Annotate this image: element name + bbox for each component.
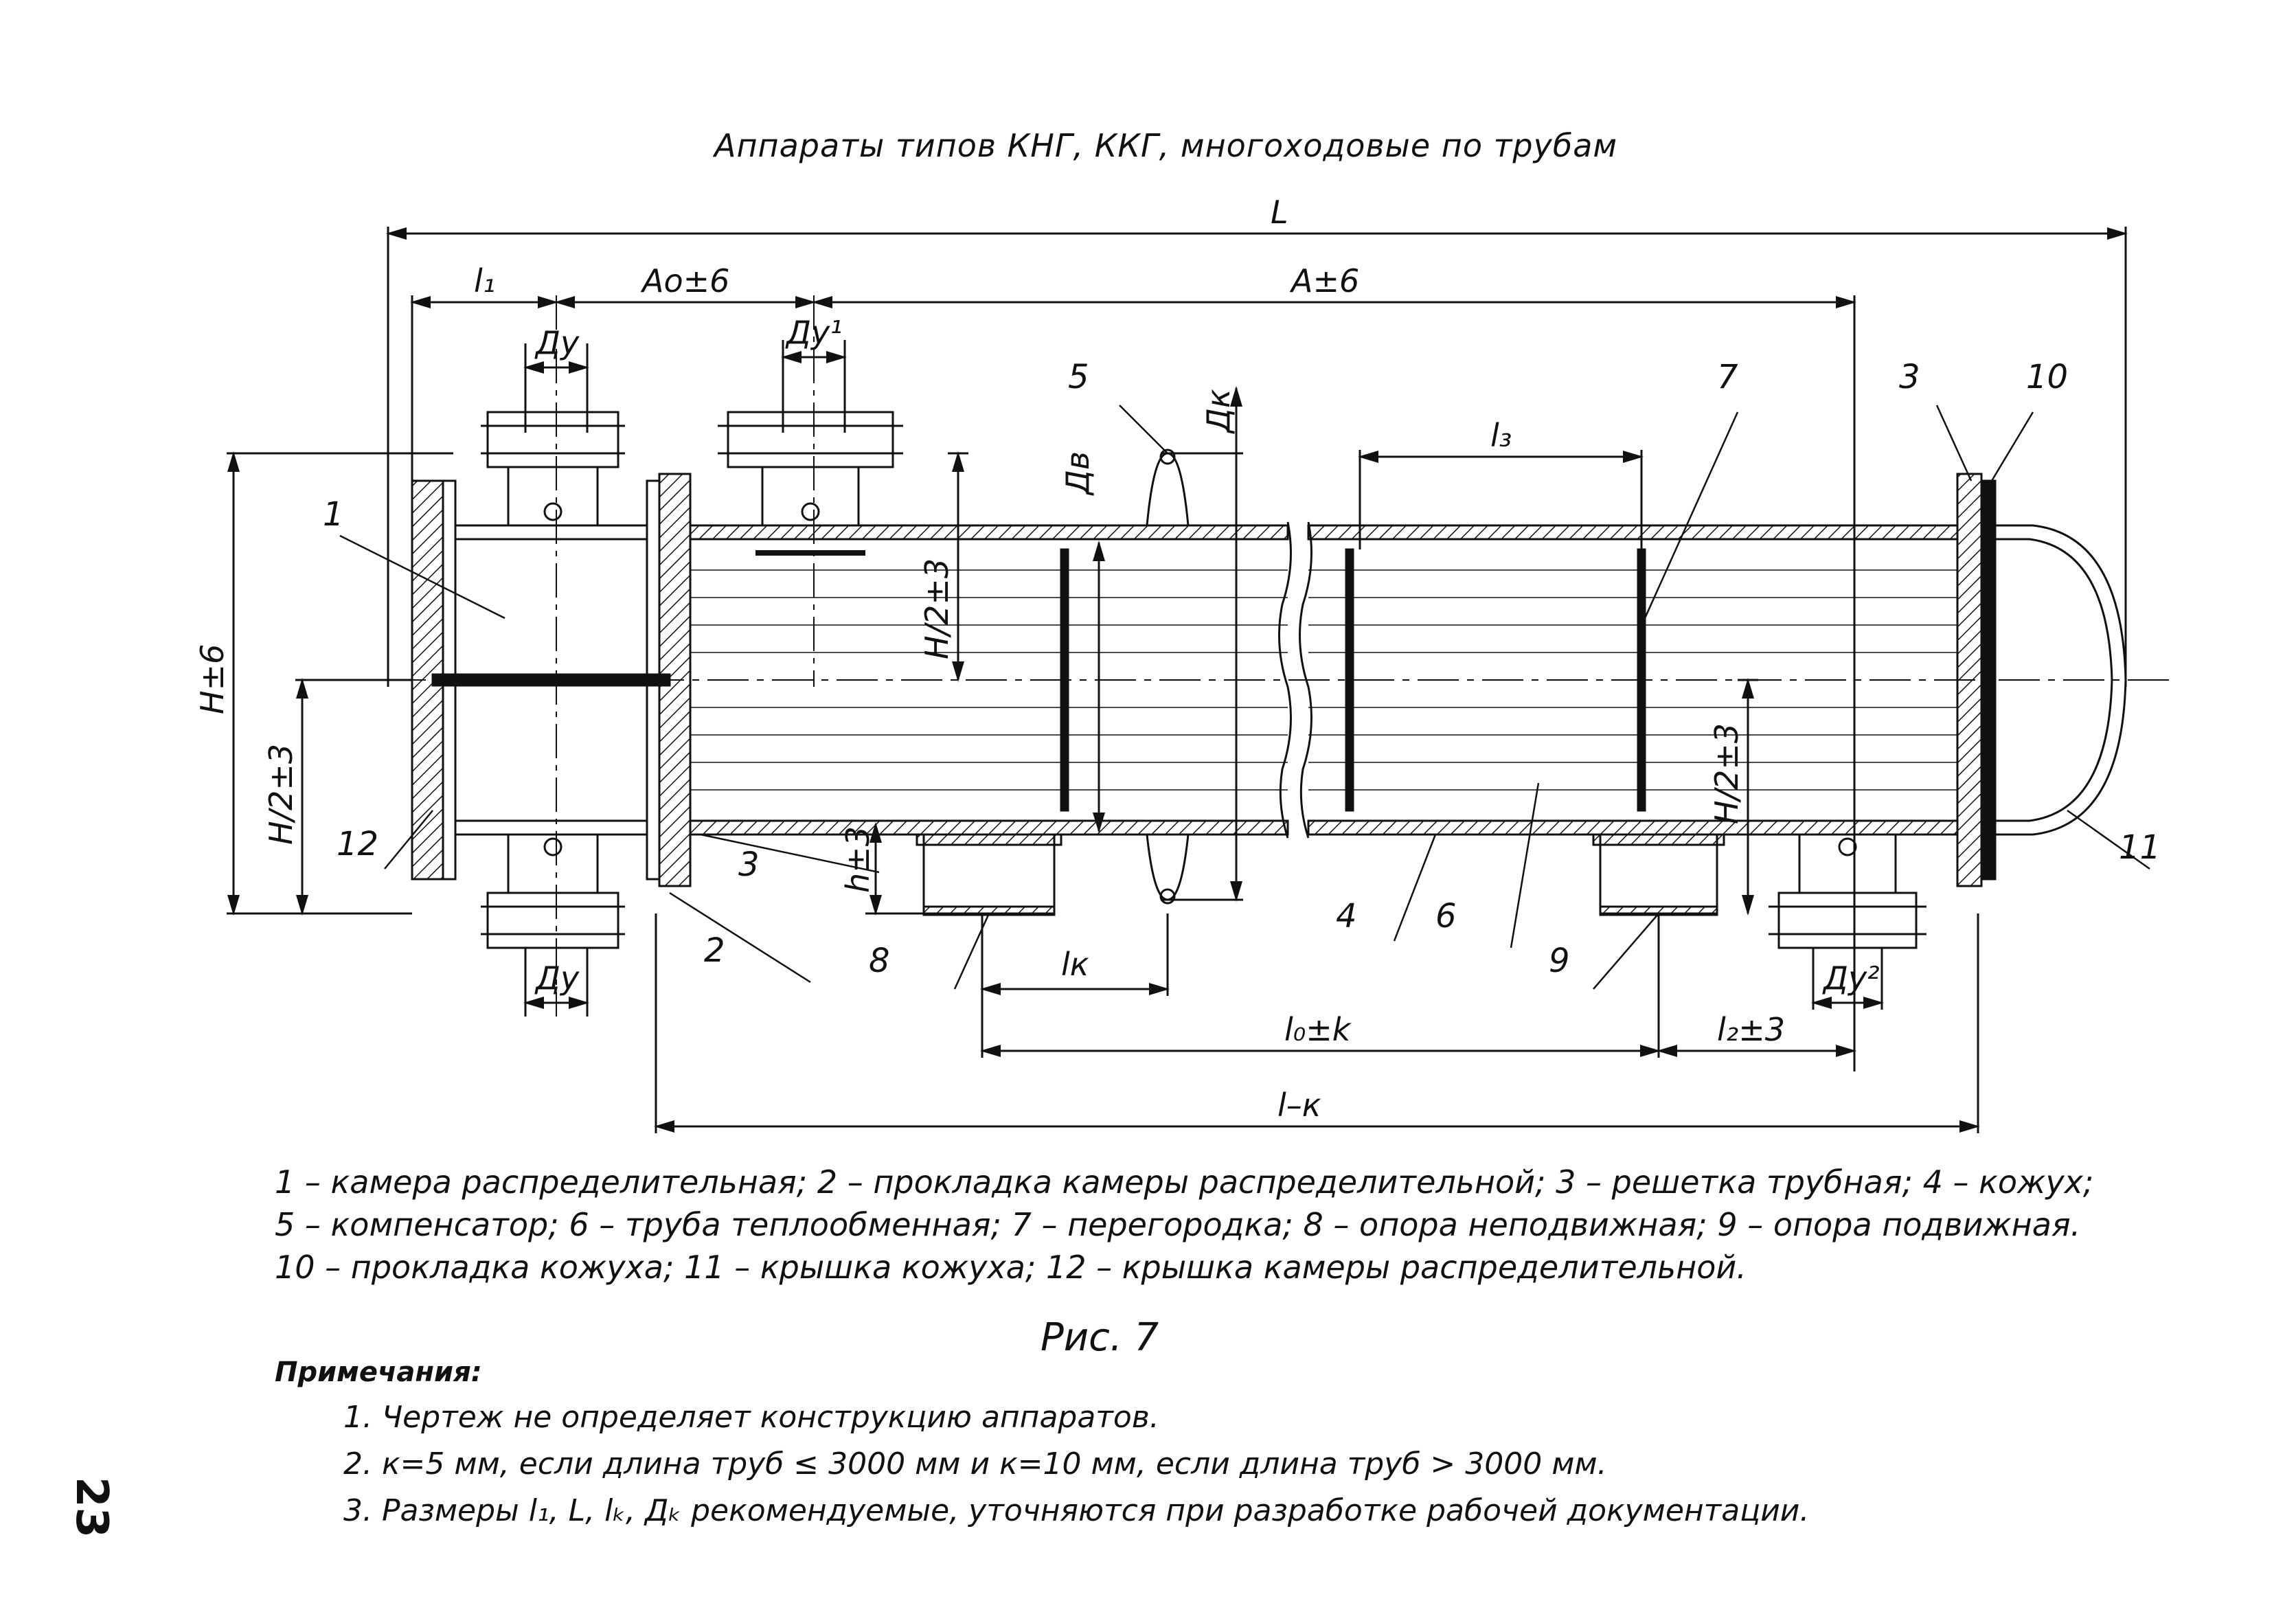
dim-Du-top: Ду <box>534 324 580 361</box>
legend-line: 1 – камера распределительная; 2 – прокла… <box>275 1164 2094 1201</box>
dim-H: H±6 <box>194 644 231 714</box>
distribution-chamber <box>411 411 692 949</box>
notes-list: 1. Чертеж не определяет конструкцию аппа… <box>343 1394 1809 1534</box>
callout-3-left: 3 <box>738 845 760 884</box>
leader-lines <box>339 405 2150 990</box>
dim-l0: l₀±k <box>1284 1011 1352 1048</box>
callout-4: 4 <box>1336 897 1357 935</box>
figure-caption: Рис. 7 <box>1041 1315 1159 1360</box>
callout-12: 12 <box>337 825 378 863</box>
shell <box>689 411 1959 949</box>
notes-title: Примечания: <box>275 1357 482 1388</box>
callout-10: 10 <box>2026 358 2068 396</box>
callout-1: 1 <box>323 495 344 534</box>
parts-legend: 1 – камера распределительная; 2 – прокла… <box>275 1161 2094 1289</box>
callout-8: 8 <box>869 942 890 980</box>
note-item: 1. Чертеж не определяет конструкцию аппа… <box>343 1400 1159 1435</box>
callout-9: 9 <box>1549 942 1570 980</box>
legend-line: 5 – компенсатор; 6 – труба теплообменная… <box>275 1206 2081 1243</box>
dim-Dk: Дк <box>1200 389 1237 434</box>
callout-6: 6 <box>1435 897 1457 935</box>
note-item: 2. к=5 мм, если длина труб ≤ 3000 мм и к… <box>343 1446 1607 1482</box>
page-number: 23 <box>66 1477 117 1539</box>
dim-H2-center: H/2±3 <box>918 558 955 659</box>
callout-3-right: 3 <box>1899 358 1920 396</box>
shell-cover <box>1956 473 2127 887</box>
legend-line: 10 – прокладка кожуха; 11 – крышка кожух… <box>275 1249 1747 1286</box>
dim-H2-right: H/2±3 <box>1708 723 1745 824</box>
dim-Du1: Ду¹ <box>785 314 843 351</box>
dim-H2-left: H/2±3 <box>262 744 299 845</box>
dim-Ao: Ao±6 <box>640 262 729 299</box>
callout-2: 2 <box>704 931 725 970</box>
dim-Dv: Дв <box>1059 451 1096 496</box>
dim-lk: lк <box>1061 946 1089 983</box>
dim-l2: l₂±3 <box>1717 1011 1785 1048</box>
dim-h: h±3 <box>839 826 876 893</box>
dim-Du-bottom: Ду <box>534 960 580 997</box>
dim-Du2: Ду² <box>1822 960 1880 997</box>
callout-5: 5 <box>1068 358 1089 396</box>
dim-A: A±6 <box>1289 262 1359 299</box>
note-item: 3. Размеры l₁, L, lₖ, Дₖ рекомендуемые, … <box>343 1493 1810 1528</box>
dim-l-k: l–к <box>1277 1087 1321 1124</box>
dimension-lines <box>227 227 2128 1133</box>
page-header: Аппараты типов КНГ, ККГ, многоходовые по… <box>714 127 1618 164</box>
callout-11: 11 <box>2119 828 2161 867</box>
callout-7: 7 <box>1717 358 1738 396</box>
supports <box>916 833 1725 916</box>
dim-L: L <box>1271 194 1288 231</box>
dim-l1: l₁ <box>474 262 495 299</box>
dim-l3: l₃ <box>1490 417 1512 454</box>
